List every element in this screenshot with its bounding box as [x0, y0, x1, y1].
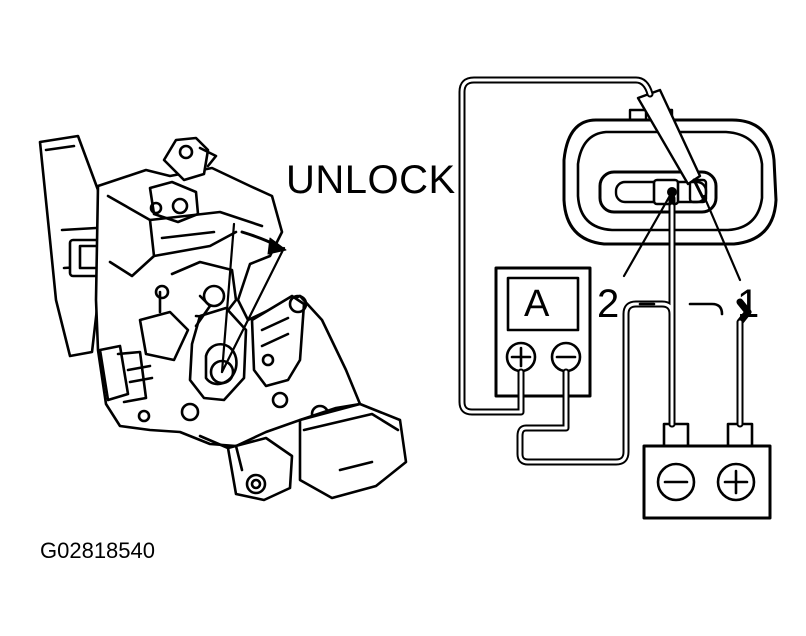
- unlock-label: UNLOCK: [286, 158, 456, 202]
- wiring-inner: [460, 78, 742, 464]
- figure-code: G02818540: [40, 538, 155, 563]
- battery: [642, 422, 772, 520]
- terminal-1-label: 1: [737, 282, 760, 326]
- battery-negative-terminal: [656, 462, 696, 502]
- battery-positive-terminal: [716, 462, 756, 502]
- terminal-2-label: 2: [597, 282, 620, 326]
- wire-crossing: [638, 302, 724, 316]
- meter-negative-terminal: [550, 341, 582, 373]
- ammeter: [494, 266, 592, 398]
- ammeter-label: A: [524, 283, 550, 325]
- meter-positive-terminal: [505, 341, 537, 373]
- unlock-indicator: [220, 222, 287, 374]
- terminal-leaders: [622, 190, 742, 282]
